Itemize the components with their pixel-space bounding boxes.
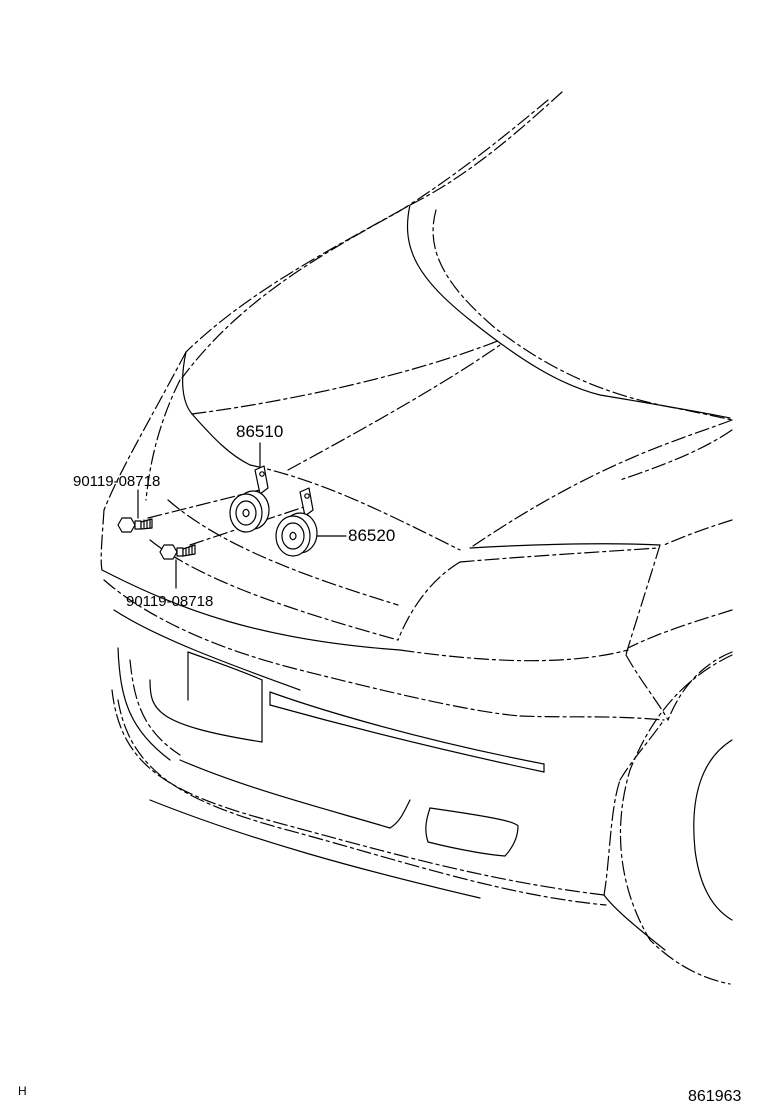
diagram-number: 861963: [688, 1088, 741, 1105]
horn-low-pitch: [275, 487, 318, 557]
bolt-upper: [117, 517, 153, 533]
footer-code: H: [18, 1084, 27, 1098]
part-number-bolt-lower: 90119-08718: [126, 593, 213, 610]
part-number-horn-high: 86510: [236, 422, 283, 441]
bolt-lower: [159, 544, 196, 560]
horn-high-pitch: [229, 465, 270, 533]
fender-headlamp: [397, 419, 733, 721]
front-wheel: [603, 654, 733, 985]
front-bumper: [103, 579, 665, 906]
front-grille: [100, 351, 629, 662]
hood-outline: [181, 91, 733, 471]
part-number-horn-low: 86520: [348, 526, 395, 545]
part-number-bolt-upper: 90119-08718: [73, 473, 160, 490]
